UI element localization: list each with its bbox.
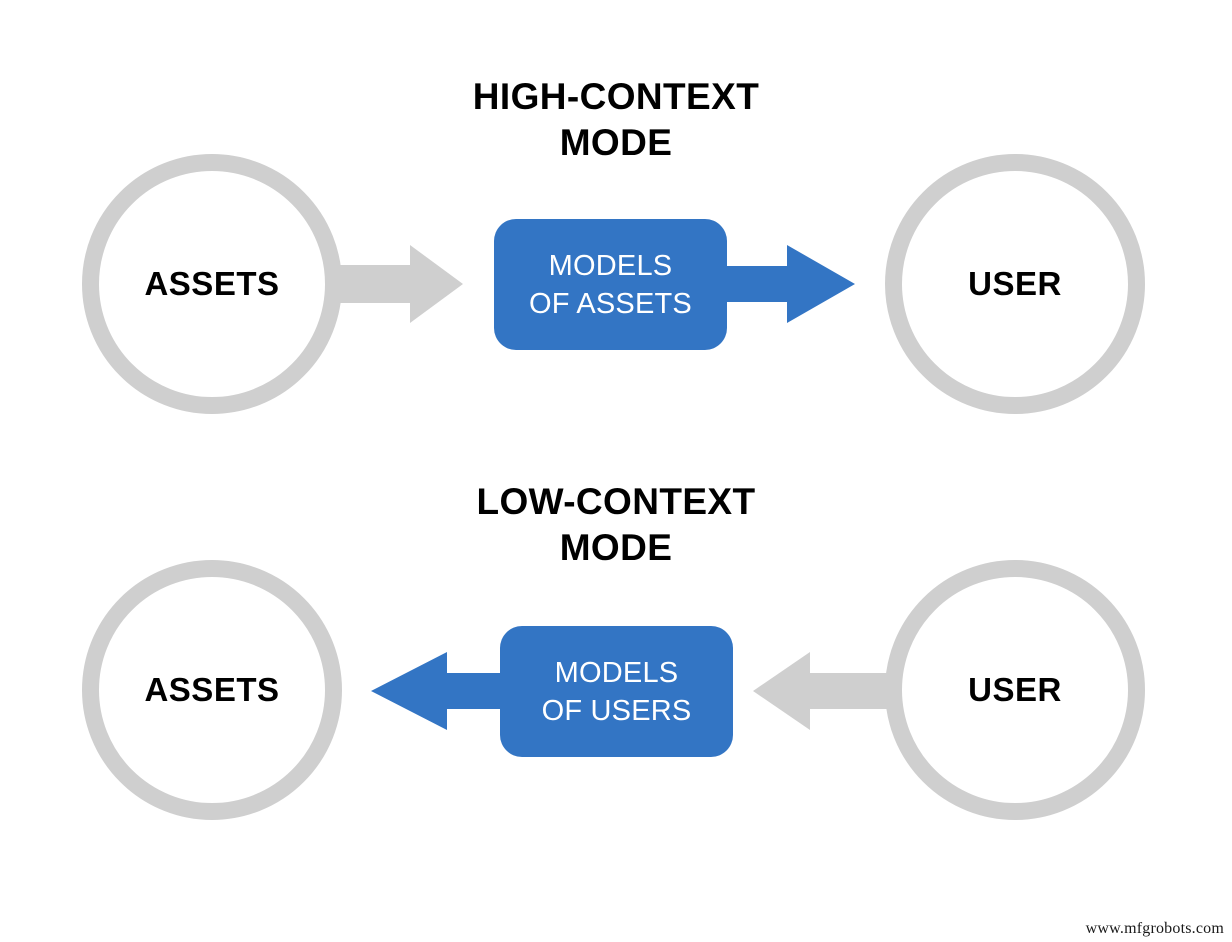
arrow-assets-to-models-icon xyxy=(333,245,463,323)
arrow-models-to-user-icon xyxy=(716,245,855,323)
node-label-user: USER xyxy=(968,265,1062,302)
node-label-assets: ASSETS xyxy=(144,265,280,302)
node-assets-low-context[interactable]: ASSETS xyxy=(82,560,342,820)
node-label-assets: ASSETS xyxy=(144,671,280,708)
section-title-low-context: LOW-CONTEXT MODE xyxy=(476,481,756,568)
node-user-low-context[interactable]: USER xyxy=(885,560,1145,820)
watermark: www.mfgrobots.com xyxy=(1085,920,1224,937)
node-label-models-of-users: MODELS OF USERS xyxy=(541,656,692,727)
arrow-models-to-assets-icon xyxy=(371,652,518,730)
node-assets-high-context[interactable]: ASSETS xyxy=(82,154,342,414)
arrow-user-to-models-icon xyxy=(753,652,888,730)
section-title-high-context: HIGH-CONTEXT MODE xyxy=(472,76,760,163)
node-models-of-users[interactable]: MODELS OF USERS xyxy=(500,626,733,757)
node-models-of-assets[interactable]: MODELS OF ASSETS xyxy=(494,219,727,350)
node-user-high-context[interactable]: USER xyxy=(885,154,1145,414)
node-label-user: USER xyxy=(968,671,1062,708)
node-label-models-of-assets: MODELS OF ASSETS xyxy=(529,249,692,320)
